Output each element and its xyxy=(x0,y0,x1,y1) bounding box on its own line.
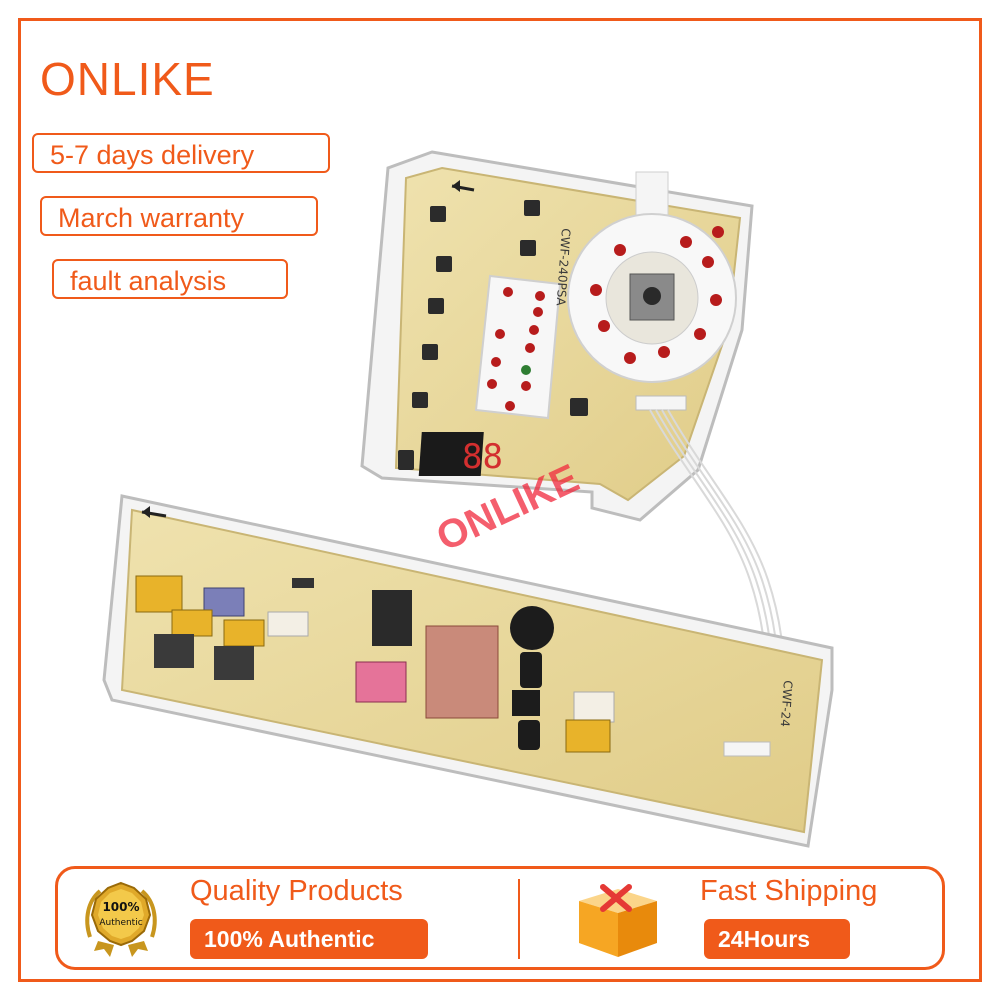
page-frame xyxy=(18,18,982,982)
footer-divider xyxy=(518,879,520,959)
footer-banner: 100% Authentic Quality Products 100% Aut… xyxy=(55,866,945,970)
pcb-code-lower: CWF-24 xyxy=(778,680,795,728)
brand-name: ONLIKE xyxy=(40,53,215,105)
delivery-tag: 5-7 days delivery xyxy=(32,133,330,173)
seven-segment-display: 88 xyxy=(462,437,503,477)
fast-shipping-title: Fast Shipping xyxy=(700,875,878,907)
gold-seal-icon: 100% Authentic xyxy=(85,881,157,957)
pcb-code-upper: CWF-240PSA xyxy=(554,228,573,307)
quality-products-title: Quality Products xyxy=(190,875,403,907)
product-photo: 88 CWF-240PSA xyxy=(102,150,834,848)
lower-power-board: CWF-24 xyxy=(102,494,834,848)
seal-authentic: Authentic xyxy=(99,918,142,928)
hours-pill: 24Hours xyxy=(704,919,850,959)
seal-percent: 100% xyxy=(102,900,139,914)
shipping-box-icon xyxy=(579,884,657,957)
authentic-pill: 100% Authentic xyxy=(190,919,428,959)
warranty-tag: March warranty xyxy=(40,196,318,236)
fault-analysis-tag: fault analysis xyxy=(52,259,288,299)
